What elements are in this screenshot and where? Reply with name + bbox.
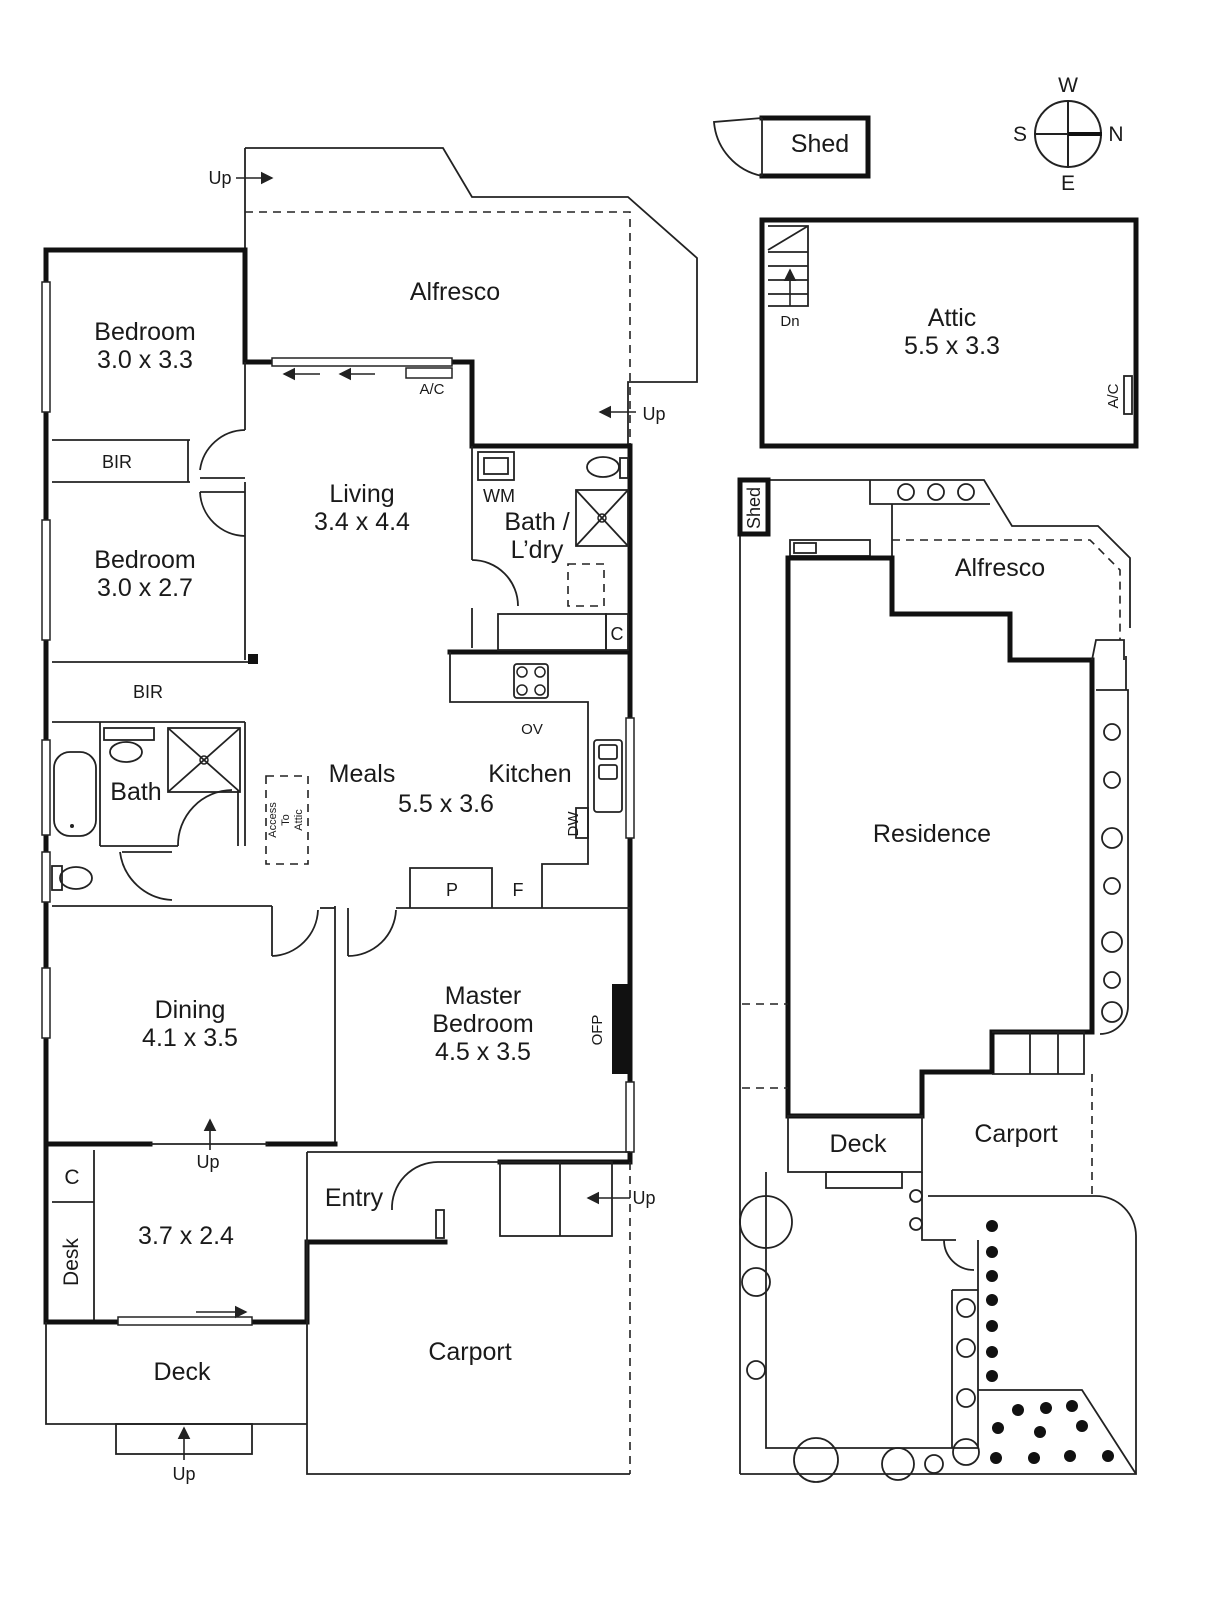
dining-name: Dining bbox=[155, 996, 226, 1024]
ofp-label: OFP bbox=[589, 1015, 606, 1046]
site-alfresco-label: Alfresco bbox=[955, 554, 1045, 582]
study-c-label: C bbox=[64, 1166, 79, 1189]
alfresco-outline bbox=[245, 147, 698, 446]
master-size: 4.5 x 3.5 bbox=[435, 1038, 531, 1066]
up-label-3: Up bbox=[196, 1152, 219, 1172]
bedroom2-name: Bedroom bbox=[94, 546, 195, 574]
svg-text:Access: Access bbox=[267, 802, 279, 838]
bath-label: Bath bbox=[110, 778, 161, 806]
bir2-label: BIR bbox=[133, 682, 163, 702]
alfresco-label: Alfresco bbox=[410, 278, 500, 306]
site-shrubs bbox=[986, 1220, 1114, 1464]
up-label-4: Up bbox=[632, 1188, 655, 1208]
ground-floor: Alfresco Bedroom 3.0 x 3.3 BIR Bedroom 3… bbox=[41, 147, 698, 1484]
dishwasher-label: DW bbox=[565, 811, 582, 837]
entry-label: Entry bbox=[325, 1184, 384, 1212]
living-size: 3.4 x 4.4 bbox=[314, 508, 410, 536]
site-plan: Shed bbox=[737, 477, 1137, 1483]
hedge-right bbox=[1101, 723, 1123, 1023]
site-deck-label: Deck bbox=[830, 1130, 887, 1158]
cupboard-c-label: C bbox=[611, 624, 624, 644]
attic-dn: Dn bbox=[780, 313, 799, 330]
site-trees bbox=[739, 1189, 980, 1483]
meals-label: Meals bbox=[329, 760, 396, 788]
master-line1: Master bbox=[445, 982, 521, 1010]
wm-label: WM bbox=[483, 486, 515, 506]
site-carport-label: Carport bbox=[974, 1120, 1057, 1148]
attic-ac: A/C bbox=[1105, 383, 1122, 408]
meals-kitchen-size: 5.5 x 3.6 bbox=[398, 790, 494, 818]
bath-ldry-line1: Bath / bbox=[504, 508, 569, 536]
bath-ldry-line2: L’dry bbox=[511, 536, 564, 564]
attic-size: 5.5 x 3.3 bbox=[904, 332, 1000, 360]
deck-label: Deck bbox=[154, 1358, 211, 1386]
shed: Shed bbox=[713, 115, 871, 179]
living-name: Living bbox=[329, 480, 394, 508]
master-line2: Bedroom bbox=[432, 1010, 533, 1038]
pantry-label: P bbox=[446, 880, 458, 900]
exterior-walls bbox=[43, 247, 633, 913]
compass-n: N bbox=[1108, 123, 1123, 146]
ac-label: A/C bbox=[419, 381, 444, 398]
svg-text:Attic: Attic bbox=[293, 809, 305, 831]
site-residence-label: Residence bbox=[873, 820, 991, 848]
up-label-1: Up bbox=[208, 168, 231, 188]
up-label-2: Up bbox=[642, 404, 665, 424]
site-boundary bbox=[740, 479, 1131, 628]
site-shed-label: Shed bbox=[744, 487, 764, 529]
fridge-label: F bbox=[513, 880, 524, 900]
compass-s: S bbox=[1013, 123, 1027, 146]
desk-label: Desk bbox=[60, 1238, 83, 1286]
svg-text:To: To bbox=[280, 814, 292, 826]
compass-w: W bbox=[1058, 74, 1078, 97]
oven-label: OV bbox=[521, 721, 543, 738]
dining-size: 4.1 x 3.5 bbox=[142, 1024, 238, 1052]
study-size: 3.7 x 2.4 bbox=[138, 1222, 234, 1250]
shed-label: Shed bbox=[791, 130, 849, 158]
bedroom1-size: 3.0 x 3.3 bbox=[97, 346, 193, 374]
kitchen-label: Kitchen bbox=[488, 760, 571, 788]
bir1-label: BIR bbox=[102, 452, 132, 472]
carport-label: Carport bbox=[428, 1338, 511, 1366]
up-label-5: Up bbox=[172, 1464, 195, 1484]
compass: W S N E bbox=[1013, 74, 1124, 195]
attic: Dn Attic 5.5 x 3.3 A/C bbox=[759, 217, 1139, 449]
bedroom1-name: Bedroom bbox=[94, 318, 195, 346]
attic-name: Attic bbox=[928, 304, 977, 332]
compass-e: E bbox=[1061, 172, 1075, 195]
bedroom2-size: 3.0 x 2.7 bbox=[97, 574, 193, 602]
